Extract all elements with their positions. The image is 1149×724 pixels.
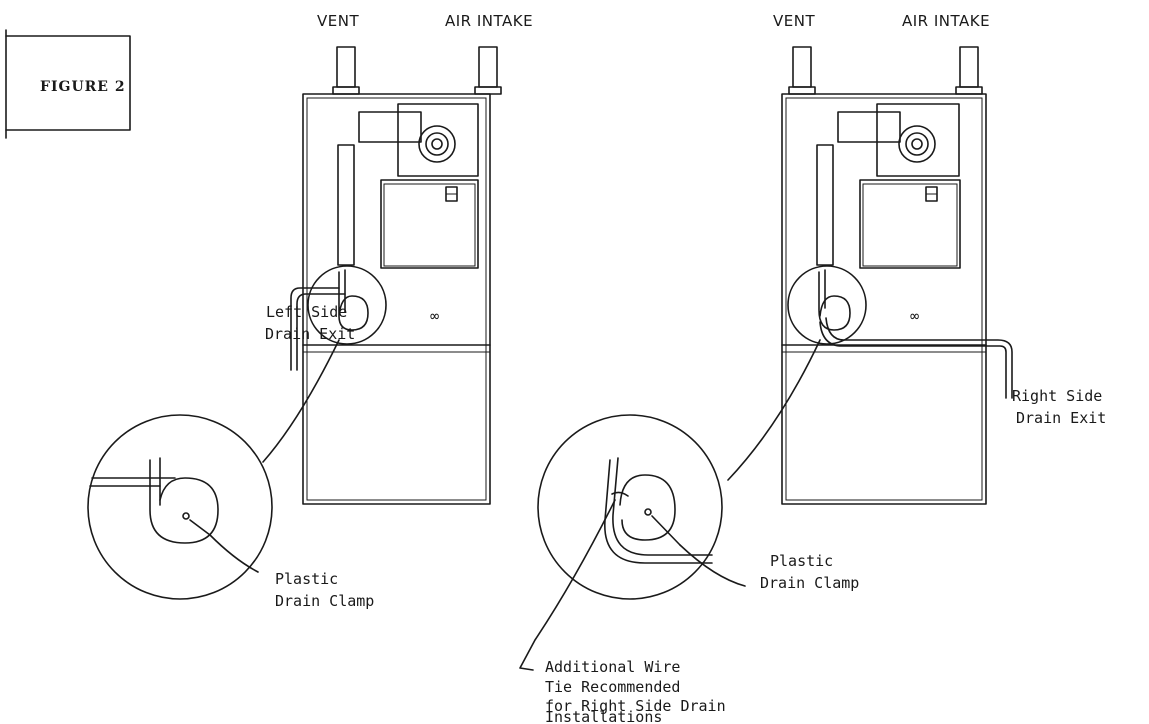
left-detail-enlarged [87,414,273,600]
left-drain-exit-label-1: Left Side [266,303,347,321]
right-drain-exit-label-1: Right Side [1012,387,1102,405]
left-furnace-unit: VENT AIR INTAKE [87,12,533,610]
left-filter-symbol: ∞ [430,307,439,325]
left-control-panel [380,179,479,269]
right-cabinet [781,93,987,505]
right-furnace-unit: VENT AIR INTAKE ∞ [519,12,1106,724]
right-inducer-blower [837,103,960,177]
right-vent-pipe [788,46,816,95]
left-air-intake-label: AIR INTAKE [445,12,533,30]
right-drain-exit-label-2: Drain Exit [1016,409,1106,427]
left-clamp-label-2: Drain Clamp [275,592,374,610]
left-inducer-blower [358,103,479,177]
right-air-intake-pipe [955,46,983,95]
wire-tie-label-1: Additional Wire [545,658,680,676]
left-drain-exit-label-2: Drain Exit [265,325,355,343]
right-filter-symbol: ∞ [910,307,919,325]
left-air-intake-pipe [474,46,502,95]
left-detail-circle-small [307,265,387,345]
right-clamp-label-2: Drain Clamp [760,574,859,592]
right-drain-riser [816,144,834,266]
right-detail-enlarged [537,414,723,600]
wire-tie-label-4: Installations [545,708,662,724]
figure-label: FIGURE 2 [40,79,126,95]
wire-tie-label-2: Tie Recommended [545,678,680,696]
right-vent-label: VENT [773,12,815,30]
wire-tie-label-3: for Right Side Drain [545,697,726,715]
left-drain-tube [290,287,340,371]
right-detail-circle-small [787,265,867,345]
right-clamp-label-1: Plastic [770,552,833,570]
right-air-intake-label: AIR INTAKE [902,12,990,30]
left-vent-pipe [332,46,360,95]
figure-label-box: FIGURE 2 [5,29,131,139]
right-control-panel [859,179,961,269]
left-clamp-label-1: Plastic [275,570,338,588]
left-cabinet [302,93,491,505]
left-vent-label: VENT [317,12,359,30]
right-drain-tube [819,321,1007,399]
left-drain-riser [337,144,355,266]
